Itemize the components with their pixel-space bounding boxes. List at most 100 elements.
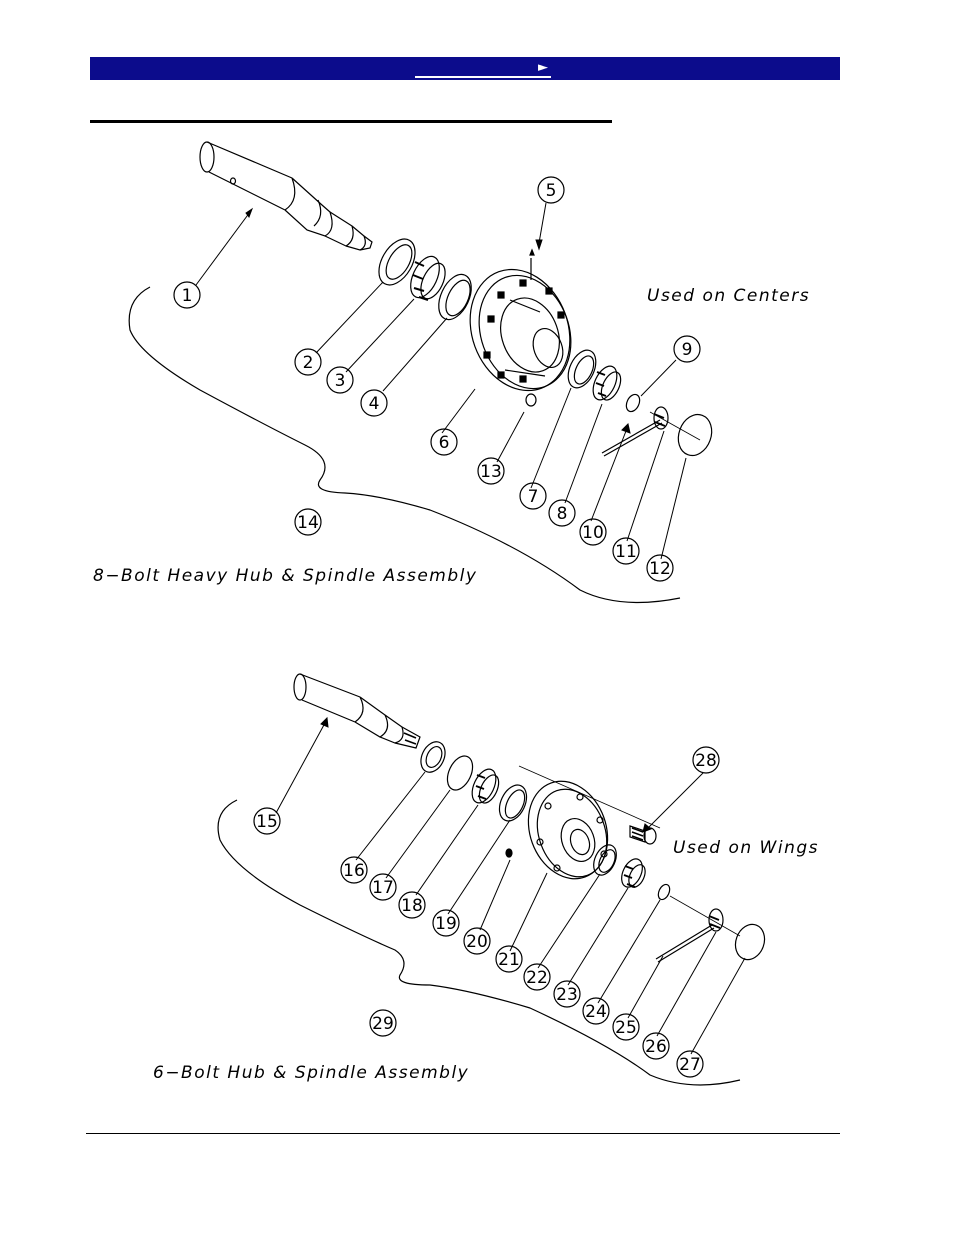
svg-text:4: 4 — [369, 394, 380, 414]
callout-29: 29 — [369, 1009, 397, 1037]
cotter-pin-10 — [601, 419, 663, 457]
callout-22: 22 — [523, 963, 551, 991]
grease-fitting-20 — [505, 848, 513, 858]
svg-text:6: 6 — [439, 433, 450, 453]
leader-lines-top — [195, 202, 687, 560]
assembly-label-bottom: 6−Bolt Hub & Spindle Assembly — [153, 1063, 469, 1083]
bearing-cup-17 — [446, 755, 474, 791]
footer-rule — [86, 1133, 840, 1134]
bolt-28 — [629, 825, 657, 845]
callout-4: 4 — [360, 389, 388, 417]
callout-17: 17 — [369, 873, 397, 901]
svg-text:26: 26 — [645, 1037, 667, 1057]
bearing-cone-18 — [471, 768, 500, 804]
svg-text:11: 11 — [615, 542, 637, 562]
bearing-cone-8 — [592, 365, 622, 401]
svg-text:12: 12 — [649, 559, 671, 579]
washer-9 — [625, 393, 641, 413]
callout-18: 18 — [398, 891, 426, 919]
seal-16 — [420, 741, 446, 773]
bearing-cone-23 — [621, 858, 646, 888]
spindle-top — [199, 141, 373, 251]
callout-10: 10 — [579, 518, 607, 546]
callout-13: 13 — [477, 457, 505, 485]
assembly-label-top: 8−Bolt Heavy Hub & Spindle Assembly — [93, 566, 477, 586]
callout-3: 3 — [326, 366, 354, 394]
svg-text:23: 23 — [556, 985, 578, 1005]
callout-20: 20 — [463, 927, 491, 955]
callout-5: 5 — [537, 176, 565, 204]
top-assembly-drawing: 1 2 3 4 5 6 7 8 9 10 11 12 13 14 Used on… — [93, 141, 810, 604]
callout-1: 1 — [173, 281, 201, 309]
assembly-bracket-14 — [128, 286, 681, 604]
bearing-cup-19 — [498, 784, 528, 822]
nav-arrow-icon: ► — [538, 60, 548, 75]
svg-text:29: 29 — [372, 1014, 394, 1034]
svg-text:7: 7 — [528, 487, 539, 507]
leader-lines-bottom — [275, 716, 746, 1055]
svg-text:21: 21 — [498, 950, 520, 970]
svg-text:17: 17 — [372, 878, 394, 898]
dust-cap-27 — [734, 923, 766, 961]
svg-text:16: 16 — [343, 861, 365, 881]
usage-label-top: Used on Centers — [647, 286, 810, 306]
bearing-cup-7 — [567, 349, 597, 389]
usage-label-bottom: Used on Wings — [673, 838, 819, 858]
dust-cap-12 — [677, 413, 713, 457]
bottom-assembly-drawing: 15 16 17 18 19 20 21 22 23 24 25 26 27 2… — [153, 673, 819, 1086]
cotter-pin-25 — [655, 924, 715, 963]
bearing-cup-4 — [438, 273, 472, 321]
callout-7: 7 — [519, 482, 547, 510]
assembly-bracket-29 — [217, 799, 741, 1086]
washer-24 — [657, 883, 671, 901]
svg-text:14: 14 — [297, 513, 319, 533]
spindle-bottom — [293, 673, 421, 749]
callout-23: 23 — [553, 980, 581, 1008]
svg-text:3: 3 — [335, 371, 346, 391]
callout-19: 19 — [432, 909, 460, 937]
svg-text:27: 27 — [679, 1055, 701, 1075]
bearing-cone-3 — [410, 255, 446, 301]
callout-15: 15 — [253, 807, 281, 835]
svg-text:15: 15 — [256, 812, 278, 832]
svg-text:5: 5 — [546, 181, 557, 201]
svg-text:20: 20 — [466, 932, 488, 952]
bearing-cup-22 — [593, 844, 617, 876]
callout-14: 14 — [294, 508, 322, 536]
callout-2: 2 — [294, 348, 322, 376]
svg-text:8: 8 — [557, 504, 568, 524]
callout-16: 16 — [340, 856, 368, 884]
svg-text:9: 9 — [682, 340, 693, 360]
section-title-rule — [90, 120, 612, 123]
callout-11: 11 — [612, 537, 640, 565]
svg-text:10: 10 — [582, 523, 604, 543]
svg-text:13: 13 — [480, 462, 502, 482]
callouts-top: 1 2 3 4 5 6 7 8 9 10 11 12 13 14 — [173, 176, 701, 582]
svg-text:19: 19 — [435, 914, 457, 934]
svg-text:18: 18 — [401, 896, 423, 916]
callout-26: 26 — [642, 1032, 670, 1060]
castle-nut-26 — [708, 908, 724, 932]
callout-6: 6 — [430, 428, 458, 456]
callout-25: 25 — [612, 1013, 640, 1041]
svg-text:28: 28 — [695, 751, 717, 771]
next-page-link[interactable]: ► — [415, 57, 551, 78]
hub-8-bolt — [469, 248, 572, 392]
callout-28: 28 — [692, 746, 720, 774]
seal-2 — [378, 238, 416, 286]
callout-21: 21 — [495, 945, 523, 973]
svg-text:22: 22 — [526, 968, 548, 988]
callout-8: 8 — [548, 499, 576, 527]
hub-6-bolt — [518, 765, 661, 880]
header-bar: ► — [90, 57, 840, 80]
svg-text:24: 24 — [585, 1002, 607, 1022]
lug-nut-13 — [525, 393, 537, 407]
callout-9: 9 — [673, 335, 701, 363]
callouts-bottom: 15 16 17 18 19 20 21 22 23 24 25 26 27 2… — [253, 746, 720, 1078]
callout-24: 24 — [582, 997, 610, 1025]
callout-27: 27 — [676, 1050, 704, 1078]
svg-text:2: 2 — [303, 353, 314, 373]
callout-12: 12 — [646, 554, 674, 582]
svg-text:25: 25 — [615, 1018, 637, 1038]
